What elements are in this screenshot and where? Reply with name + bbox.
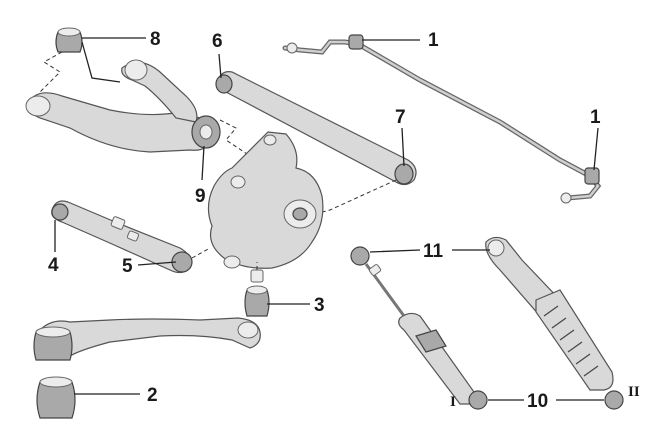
leader-11: [369, 249, 490, 253]
wheel-knuckle: [207, 131, 324, 269]
anti-roll-bar-bushing-right: [584, 167, 600, 185]
lateral-link-bushing-7: [394, 163, 414, 185]
shock-bushing-10-left: [468, 390, 488, 410]
lower-control-arm: [33, 317, 261, 361]
dash-5-to-knuckle: [191, 247, 211, 259]
toe-link: [51, 200, 193, 274]
upper-control-arm: [25, 59, 221, 153]
callout-3: 3: [314, 295, 325, 316]
roman-label-II: II: [628, 384, 640, 400]
callout-4: 4: [48, 255, 59, 276]
leader-9: [201, 145, 205, 181]
callout-9: 9: [195, 186, 206, 207]
callout-1-top: 1: [428, 30, 439, 51]
shock-mount-11: [350, 246, 370, 266]
bushing-8: [55, 27, 83, 53]
roman-label-I: I: [450, 394, 456, 410]
dash-8-to-arm: [39, 51, 63, 93]
lateral-link: [215, 71, 417, 186]
shock-absorber-II: [485, 236, 624, 410]
shock-absorber-I: [350, 246, 488, 410]
leader-7: [401, 127, 405, 167]
callout-2: 2: [147, 385, 158, 406]
leader-6: [218, 53, 222, 79]
leader-lines: [54, 37, 604, 401]
callout-1-right: 1: [590, 107, 601, 128]
callout-10: 10: [527, 391, 548, 412]
leader-5: [137, 261, 177, 266]
toe-link-bushing-4: [51, 203, 69, 221]
leader-8: [81, 37, 146, 83]
callout-8: 8: [150, 29, 161, 50]
dash-9-to-knuckle: [219, 119, 251, 157]
shock-bushing-10-right: [604, 390, 624, 410]
anti-roll-bar-bushing-top: [348, 34, 364, 50]
anti-roll-bar: [282, 34, 602, 204]
bushing-3: [244, 269, 270, 317]
callout-6: 6: [212, 31, 223, 52]
callout-labels: 1 1 2 3 4 5 6 7 8 9 10 11 I II: [48, 29, 640, 412]
bushing-2: [36, 376, 76, 419]
lateral-link-bushing-6: [215, 74, 233, 94]
leader-1b: [593, 127, 599, 171]
callout-7: 7: [395, 107, 406, 128]
callout-11: 11: [423, 241, 444, 262]
callout-5: 5: [122, 256, 133, 277]
